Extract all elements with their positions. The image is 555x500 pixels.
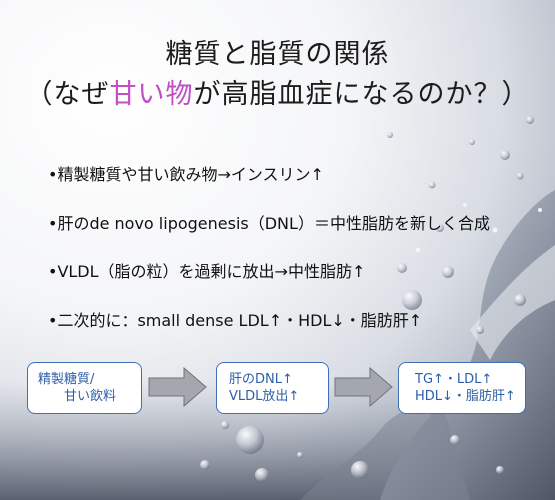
slide-subtitle: （なぜ甘い物が高脂血症になるのか？） bbox=[0, 78, 555, 112]
subtitle-prefix: （なぜ bbox=[25, 79, 110, 110]
flow-box-sugar: 精製糖質/ 甘い飲料 bbox=[27, 362, 142, 414]
bullet-item: •肝のde novo lipogenesis（DNL）＝中性脂肪を新しく合成 bbox=[48, 214, 490, 233]
right-arrow-icon bbox=[334, 366, 393, 408]
flow-box-line: 甘い飲料 bbox=[64, 389, 117, 404]
flow-box-result: TG↑・LDL↑ HDL↓・脂肪肝↑ bbox=[398, 362, 526, 414]
subtitle-accent-text: 甘い物 bbox=[109, 79, 194, 110]
flow-box-line: HDL↓・脂肪肝↑ bbox=[415, 389, 516, 404]
subtitle-suffix: が高脂血症になるのか？） bbox=[193, 79, 530, 110]
flow-box-line: 精製糖質/ bbox=[38, 372, 95, 387]
bullet-item: •二次的に：small dense LDL↑・HDL↓・脂肪肝↑ bbox=[48, 311, 423, 330]
flow-box-line: VLDL放出↑ bbox=[229, 389, 300, 404]
bullet-item: •精製糖質や甘い飲み物→インスリン↑ bbox=[48, 165, 324, 184]
flow-box-line: 肝のDNL↑ bbox=[229, 372, 293, 387]
bullet-item: •VLDL（脂の粒）を過剰に放出→中性脂肪↑ bbox=[48, 262, 366, 281]
flow-box-line: TG↑・LDL↑ bbox=[415, 372, 493, 387]
right-arrow-icon bbox=[148, 366, 207, 408]
slide-title: 糖質と脂質の関係 bbox=[165, 39, 390, 70]
flow-box-liver: 肝のDNL↑ VLDL放出↑ bbox=[216, 362, 329, 414]
